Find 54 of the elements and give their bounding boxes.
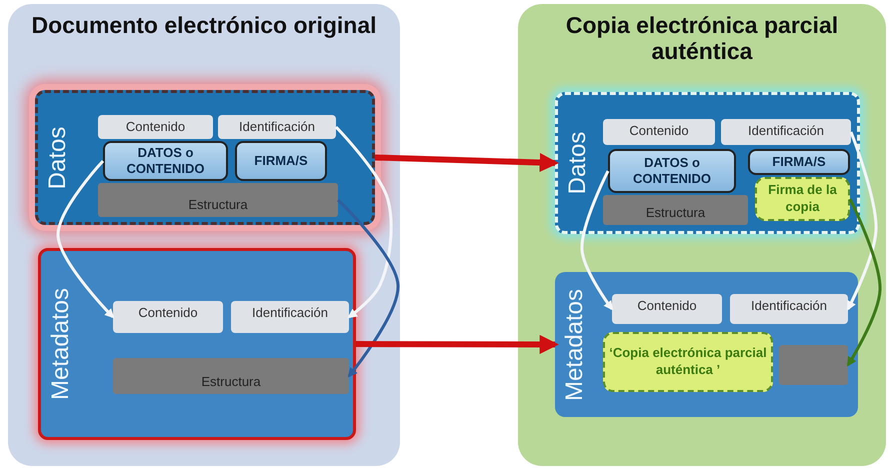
node-label: ‘Copia electrónica parcial auténtica ’ [608,345,768,379]
node-label: Identificación [238,118,316,134]
section-label: Datos [44,126,72,189]
node-label: Estructura [201,374,261,391]
node-label: Identificación [750,297,828,313]
node-label: Identificación [747,122,825,138]
section-label: Datos [564,132,592,194]
field-tab [98,115,213,139]
node-label: DATOS o CONTENIDO [126,144,206,178]
field-tab [721,119,851,145]
structure-bar [113,358,349,394]
metadata-note [603,332,773,392]
panel-title: Copia electrónica parcial auténtica [564,12,840,65]
metadata-section [555,272,858,417]
signature-block [235,141,327,181]
node-label: Contenido [124,118,186,134]
node-label: FIRMA/S [772,154,826,170]
document-panel [8,4,400,466]
structure-bar [603,195,748,225]
section-label: Metadatos [561,288,589,401]
node-label: Contenido [636,297,698,313]
curved-arrow [334,126,393,318]
structure-bar [779,345,848,385]
node-label: Estructura [646,205,706,222]
node-label: Estructura [188,197,248,214]
signature-block [748,149,850,175]
copy-panel [518,4,886,466]
curved-arrow [580,170,614,311]
arrow [356,334,559,354]
node-label: Contenido [137,304,199,320]
node-label: FIRMA/S [254,152,308,170]
curved-arrow [336,198,400,378]
panel-title: Documento electrónico original [30,12,378,38]
curved-arrow [846,131,878,311]
field-tab [218,115,336,139]
node-label: DATOS o CONTENIDO [632,154,712,188]
field-tab [231,301,349,333]
field-tab [730,294,848,324]
data-section [555,92,860,234]
field-tab [612,294,722,324]
section-label: Metadatos [47,288,75,400]
structure-bar [98,183,338,217]
node-label: Firma de la copia [767,182,838,216]
field-tab [113,301,223,333]
arrow [374,152,559,172]
data-block [103,141,228,181]
field-tab [603,119,715,145]
node-label: Contenido [628,122,690,138]
curved-arrow [846,198,882,367]
metadata-section [38,248,356,440]
copy-signature-tag [755,177,850,221]
curved-arrow [56,160,114,318]
data-block [608,149,736,193]
node-label: Identificación [251,304,329,320]
